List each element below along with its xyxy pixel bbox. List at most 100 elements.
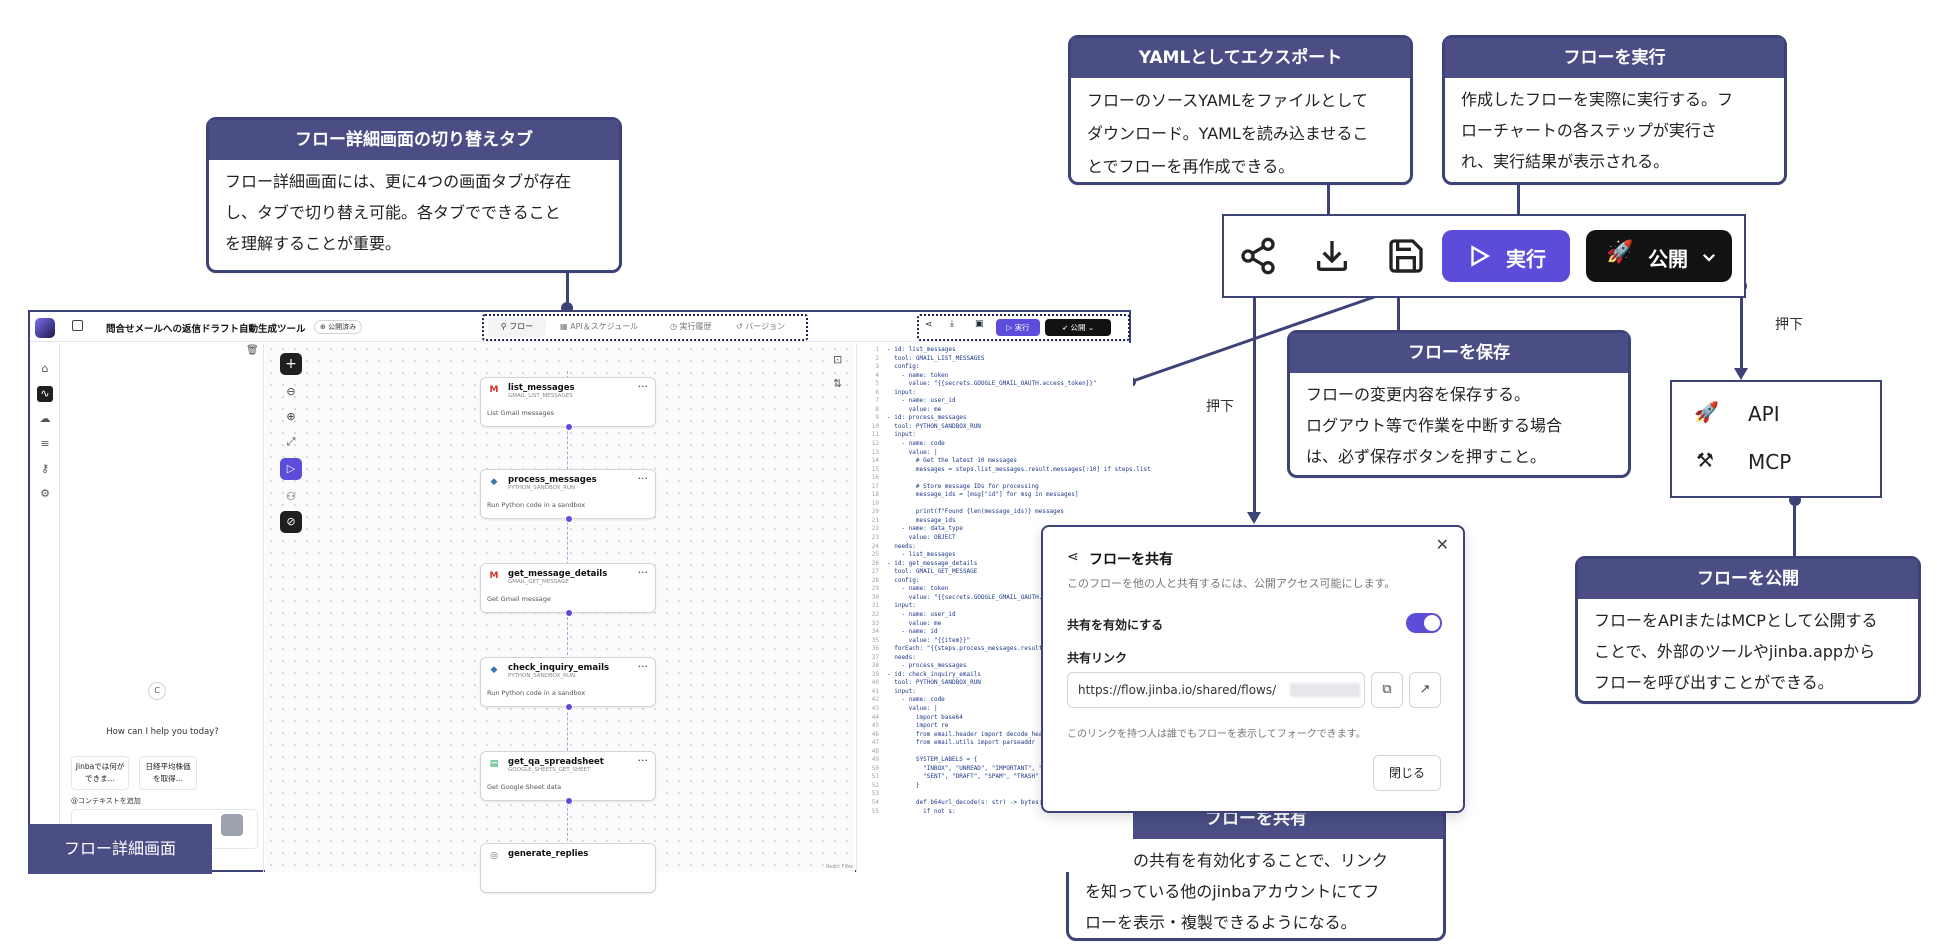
line-number: 48 <box>871 747 879 755</box>
send-button[interactable] <box>221 814 243 836</box>
more-icon[interactable]: ··· <box>637 754 649 767</box>
menu-item-mcp[interactable]: ⚒ MCP <box>1680 438 1874 484</box>
menu-item-label: API <box>1748 402 1780 426</box>
flow-node[interactable]: ◎ generate_replies <box>480 843 656 893</box>
line-number: 29 <box>871 585 879 593</box>
line-number: 18 <box>871 491 879 499</box>
menu-item-label: MCP <box>1748 450 1792 474</box>
fit-view-icon[interactable]: ⤢ <box>286 435 296 448</box>
flow-node[interactable]: ▤ get_qa_spreadsheet GOOGLE_SHEETS_GET_S… <box>480 751 656 805</box>
tab-flow[interactable]: ⚲ フロー <box>488 317 546 337</box>
database-icon[interactable]: ≡ <box>40 437 50 450</box>
line-number: 49 <box>871 756 879 764</box>
tabs-highlight <box>482 314 808 341</box>
line-number: 27 <box>871 568 879 576</box>
add-node-button[interactable]: + <box>280 353 302 375</box>
panel-icon[interactable]: ⊡ <box>833 353 843 366</box>
zoom-out-icon[interactable]: ⊖ <box>286 385 296 398</box>
press-label: 押下 <box>1206 399 1234 415</box>
activity-icon[interactable]: ∿ <box>37 386 53 402</box>
play-icon[interactable]: ▷ <box>280 458 302 480</box>
code-text: # Get the latest 10 messages <box>887 457 1018 465</box>
code-text: tool: PYTHON_SANDBOX_RUN <box>887 679 981 687</box>
flow-node[interactable]: ◆ check_inquiry_emails PYTHON_SANDBOX_RU… <box>480 657 656 711</box>
home-icon[interactable]: ⌂ <box>41 362 49 375</box>
tab-history[interactable]: ◷ 実行履歴 <box>670 317 726 337</box>
cloud-icon[interactable]: ☁ <box>39 412 51 425</box>
trash-icon[interactable]: 🗑 <box>246 345 259 356</box>
menu-item-api[interactable]: 🚀 API <box>1680 390 1874 436</box>
line-number: 23 <box>871 534 879 542</box>
more-icon[interactable]: ··· <box>637 566 649 579</box>
flow-node[interactable]: M list_messages GMAIL_LIST_MESSAGES List… <box>480 377 656 431</box>
share-icon: ⋖ <box>1067 549 1079 565</box>
enable-share-label: 共有を有効にする <box>1067 618 1164 632</box>
key-icon[interactable]: ⚷ <box>40 462 50 475</box>
sort-icon[interactable]: ⇅ <box>833 377 843 390</box>
node-port[interactable] <box>565 609 573 617</box>
rocket-icon: 🚀 <box>1694 400 1719 424</box>
code-line: 49 SYSTEM_LABELS = { <box>857 756 1151 765</box>
code-line: 54 def b64url_decode(s: str) -> bytes: <box>857 799 1151 808</box>
enable-share-toggle[interactable] <box>1406 613 1442 633</box>
code-line: 1- id: list_messages <box>857 346 1151 355</box>
tree-icon[interactable]: ⚇ <box>286 490 296 503</box>
flow-node[interactable]: M get_message_details GMAIL_GET_MESSAGE … <box>480 563 656 617</box>
run-button[interactable]: 実行 <box>1442 230 1570 282</box>
line-number: 42 <box>871 696 879 704</box>
share-icon[interactable] <box>1238 236 1278 276</box>
close-icon[interactable]: ✕ <box>1435 535 1449 554</box>
callout-text: フローの共有を有効化することで、リンク <box>1085 851 1388 870</box>
copy-link-button[interactable]: ⧉ <box>1371 672 1403 708</box>
add-context-button[interactable]: @コンテキストを追加 <box>71 797 141 805</box>
sidebar-toggle-icon[interactable] <box>72 320 83 331</box>
code-line: 30 value: "{{secrets.GOOGLE_GMAIL_OAUTH.… <box>857 594 1151 603</box>
more-icon[interactable]: ··· <box>637 472 649 485</box>
publish-button[interactable]: ➶ 公開 ⌄ <box>1045 319 1111 336</box>
press-label: 押下 <box>1775 317 1803 333</box>
zoom-in-icon[interactable]: ⊕ <box>286 410 296 423</box>
node-port[interactable] <box>565 515 573 523</box>
code-text: input: <box>887 602 916 610</box>
line-number: 17 <box>871 482 879 490</box>
node-port[interactable] <box>565 703 573 711</box>
node-port[interactable] <box>565 423 573 431</box>
line-number: 14 <box>871 457 879 465</box>
node-desc: Get Gmail message <box>487 595 551 603</box>
callout-text: フローをAPIまたはMCPとして公開する <box>1594 611 1878 630</box>
code-text: - process_messages <box>887 662 967 670</box>
node-tool: GMAIL_GET_MESSAGE <box>508 579 569 585</box>
save-icon[interactable] <box>1386 236 1426 276</box>
save-icon[interactable]: ▣ <box>975 319 984 329</box>
flow-node[interactable]: ◆ process_messages PYTHON_SANDBOX_RUN Ru… <box>480 469 656 523</box>
run-button[interactable]: ▷ 実行 <box>996 319 1040 336</box>
more-icon[interactable]: ··· <box>637 380 649 393</box>
chevron-down-icon[interactable] <box>1700 248 1718 266</box>
code-line: 51 "SENT", "DRAFT", "SPAM", "TRASH" <box>857 773 1151 782</box>
open-link-button[interactable]: ↗ <box>1409 672 1441 708</box>
settings-icon[interactable]: ⚙ <box>40 487 50 500</box>
download-icon[interactable]: ⤓ <box>950 319 954 329</box>
tab-api-schedule[interactable]: ▦ API＆スケジュール <box>560 317 660 337</box>
node-tool: GMAIL_LIST_MESSAGES <box>508 393 573 399</box>
share-icon[interactable]: ⋖ <box>925 320 933 330</box>
node-port[interactable] <box>565 797 573 805</box>
chevron-down-icon: ⌄ <box>1087 323 1095 332</box>
hide-icon[interactable]: ⊘ <box>280 511 302 533</box>
code-line: 45 import re <box>857 722 1151 731</box>
code-text: - name: user_id <box>887 610 956 618</box>
suggestion-chip[interactable]: 日経平均株価を取得... <box>139 756 197 790</box>
share-link-input[interactable]: https://flow.jinba.io/shared/flows/ <box>1067 672 1365 708</box>
more-icon[interactable]: ··· <box>637 660 649 673</box>
close-button[interactable]: 閉じる <box>1373 755 1441 791</box>
line-number: 12 <box>871 440 879 448</box>
publish-button[interactable]: 🚀 公開 <box>1586 230 1732 282</box>
download-icon[interactable] <box>1312 236 1352 276</box>
tab-version[interactable]: ↺ バージョン <box>736 317 802 337</box>
dialog-title: フローを共有 <box>1089 552 1173 568</box>
rocket-icon: ➶ <box>1061 323 1071 332</box>
suggestion-chip[interactable]: Jinbaでは何ができま... <box>71 756 129 790</box>
line-number: 13 <box>871 448 879 456</box>
code-text: tool: PYTHON_SANDBOX_RUN <box>887 422 981 430</box>
line-number: 22 <box>871 525 879 533</box>
